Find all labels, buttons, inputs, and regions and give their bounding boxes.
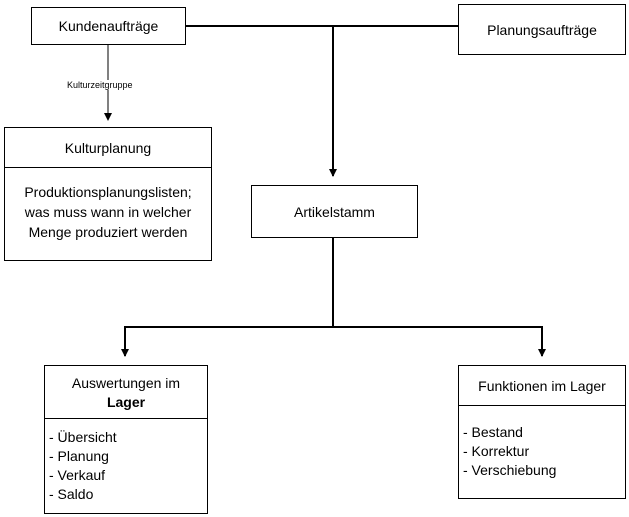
- node-funktionen-list: - Bestand - Korrektur - Verschiebung: [459, 406, 625, 480]
- node-auswertungen-list: - Übersicht - Planung - Verkauf - Saldo: [45, 419, 207, 504]
- node-auswertungen-im-lager: Auswertungen im Lager - Übersicht - Plan…: [44, 365, 208, 514]
- node-kulturplanung-title: Kulturplanung: [5, 128, 211, 168]
- list-item: - Korrektur: [463, 443, 530, 459]
- list-item: - Übersicht: [49, 429, 117, 445]
- list-item: - Verkauf: [49, 467, 106, 483]
- node-kundenauftraege: Kundenaufträge: [31, 7, 186, 45]
- node-kundenauftraege-label: Kundenaufträge: [58, 18, 159, 34]
- node-planungsauftraege-label: Planungsaufträge: [487, 21, 597, 38]
- list-item: - Verschiebung: [463, 462, 557, 478]
- node-auswertungen-title: Auswertungen im Lager: [45, 366, 207, 419]
- node-artikelstamm: Artikelstamm: [251, 185, 418, 238]
- node-kulturplanung: Kulturplanung Produktionsplanungslisten;…: [4, 127, 212, 261]
- node-kulturplanung-body: Produktionsplanungslisten; was muss wann…: [5, 168, 211, 242]
- node-artikelstamm-label: Artikelstamm: [294, 203, 375, 220]
- kulturplanung-line: Produktionsplanungslisten;: [24, 184, 192, 200]
- list-item: - Saldo: [49, 486, 94, 502]
- kulturplanung-line: was muss wann in welcher: [24, 204, 192, 220]
- list-item: - Bestand: [463, 424, 523, 440]
- node-planungsauftraege: Planungsaufträge: [458, 4, 626, 55]
- kulturplanung-line: Menge produziert werden: [28, 224, 188, 240]
- edge-label-kulturzeitgruppe: Kulturzeitgruppe: [66, 80, 134, 90]
- list-item: - Planung: [49, 448, 109, 464]
- node-funktionen-title: Funktionen im Lager: [459, 366, 625, 406]
- node-funktionen-im-lager: Funktionen im Lager - Bestand - Korrektu…: [458, 365, 626, 499]
